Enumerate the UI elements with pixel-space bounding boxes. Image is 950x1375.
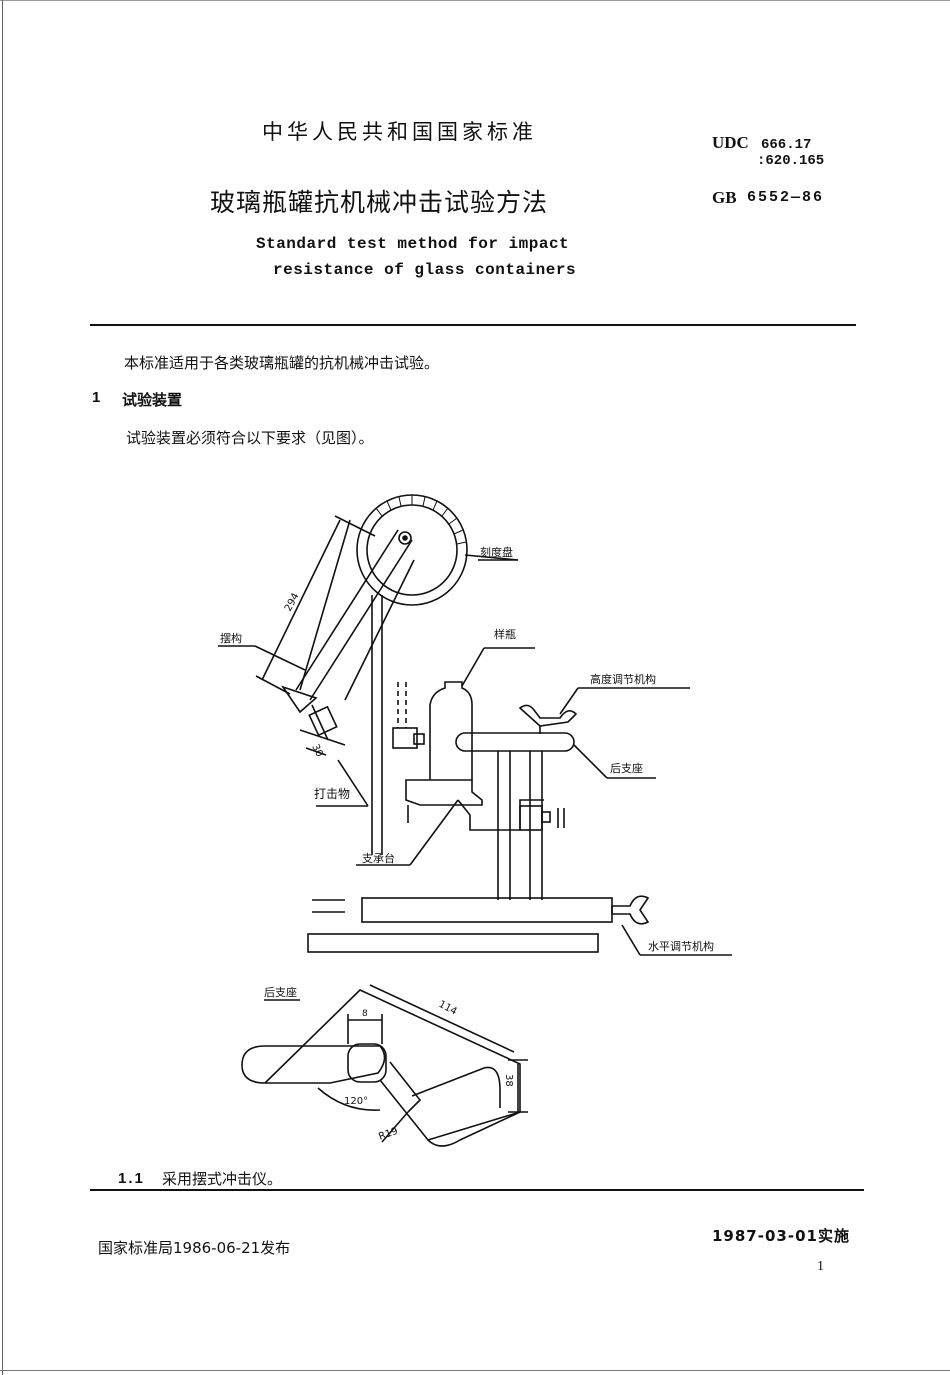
intro-paragraph: 本标准适用于各类玻璃瓶罐的抗机械冲击试验。 xyxy=(124,354,440,372)
section-number: 1 xyxy=(92,389,101,406)
scan-edge-bottom xyxy=(0,1370,950,1371)
section-text: 试验装置必须符合以下要求（见图）。 xyxy=(126,429,374,447)
dial-drawing xyxy=(356,494,468,606)
effective-date: 1987-03-01实施 xyxy=(712,1227,850,1245)
dim-8: 8 xyxy=(362,1009,368,1019)
rear-support-detail xyxy=(241,984,528,1147)
pendulum-arm xyxy=(281,519,415,741)
label-pendulum: 摆构 xyxy=(220,631,242,645)
footer-rule xyxy=(90,1189,864,1191)
udc-code-line1: 666.17 xyxy=(761,137,812,153)
label-support-table: 支承台 xyxy=(362,851,395,865)
country-standard-heading: 中华人民共和国国家标准 xyxy=(262,120,537,144)
dim-120: 120° xyxy=(344,1096,368,1107)
subsection-number: 1.1 xyxy=(118,1170,145,1187)
subsection-text: 采用摆式冲击仪。 xyxy=(162,1170,283,1188)
dim-294: 294 xyxy=(283,591,302,613)
label-striker: 打击物 xyxy=(314,787,350,801)
document-title-cn: 玻璃瓶罐抗机械冲击试验方法 xyxy=(210,188,549,217)
issued-date: 国家标准局1986-06-21发布 xyxy=(98,1239,291,1257)
section-title: 试验装置 xyxy=(122,391,183,409)
sample-bottle-drawing xyxy=(429,681,473,780)
header-rule xyxy=(90,324,856,326)
udc-label: UDC xyxy=(712,133,749,152)
document-title-en-line1: Standard test method for impact xyxy=(256,235,570,253)
dial-leader xyxy=(464,554,519,561)
udc-code-line2: :620.165 xyxy=(757,153,825,169)
scan-edge-top xyxy=(0,0,950,1)
label-rear-support: 后支座 xyxy=(610,761,643,775)
page-number: 1 xyxy=(817,1259,824,1274)
scan-edge-left xyxy=(2,0,3,1375)
dim-38: 38 xyxy=(503,1074,514,1087)
gb-label: GB xyxy=(712,188,737,207)
label-dial: 刻度盘 xyxy=(480,545,513,559)
gb-standard-number: 6552—86 xyxy=(747,189,825,206)
label-level-adjust: 水平调节机构 xyxy=(648,939,714,953)
label-height-adjust: 高度调节机构 xyxy=(590,672,656,686)
dim-114: 114 xyxy=(437,999,459,1018)
document-title-en-line2: resistance of glass containers xyxy=(273,261,577,279)
dim-r19: R19 xyxy=(377,1126,399,1143)
dim-30: 30 xyxy=(309,743,324,759)
label-rear-support-detail: 后支座 xyxy=(264,985,297,999)
label-sample-bottle: 样瓶 xyxy=(494,627,516,641)
